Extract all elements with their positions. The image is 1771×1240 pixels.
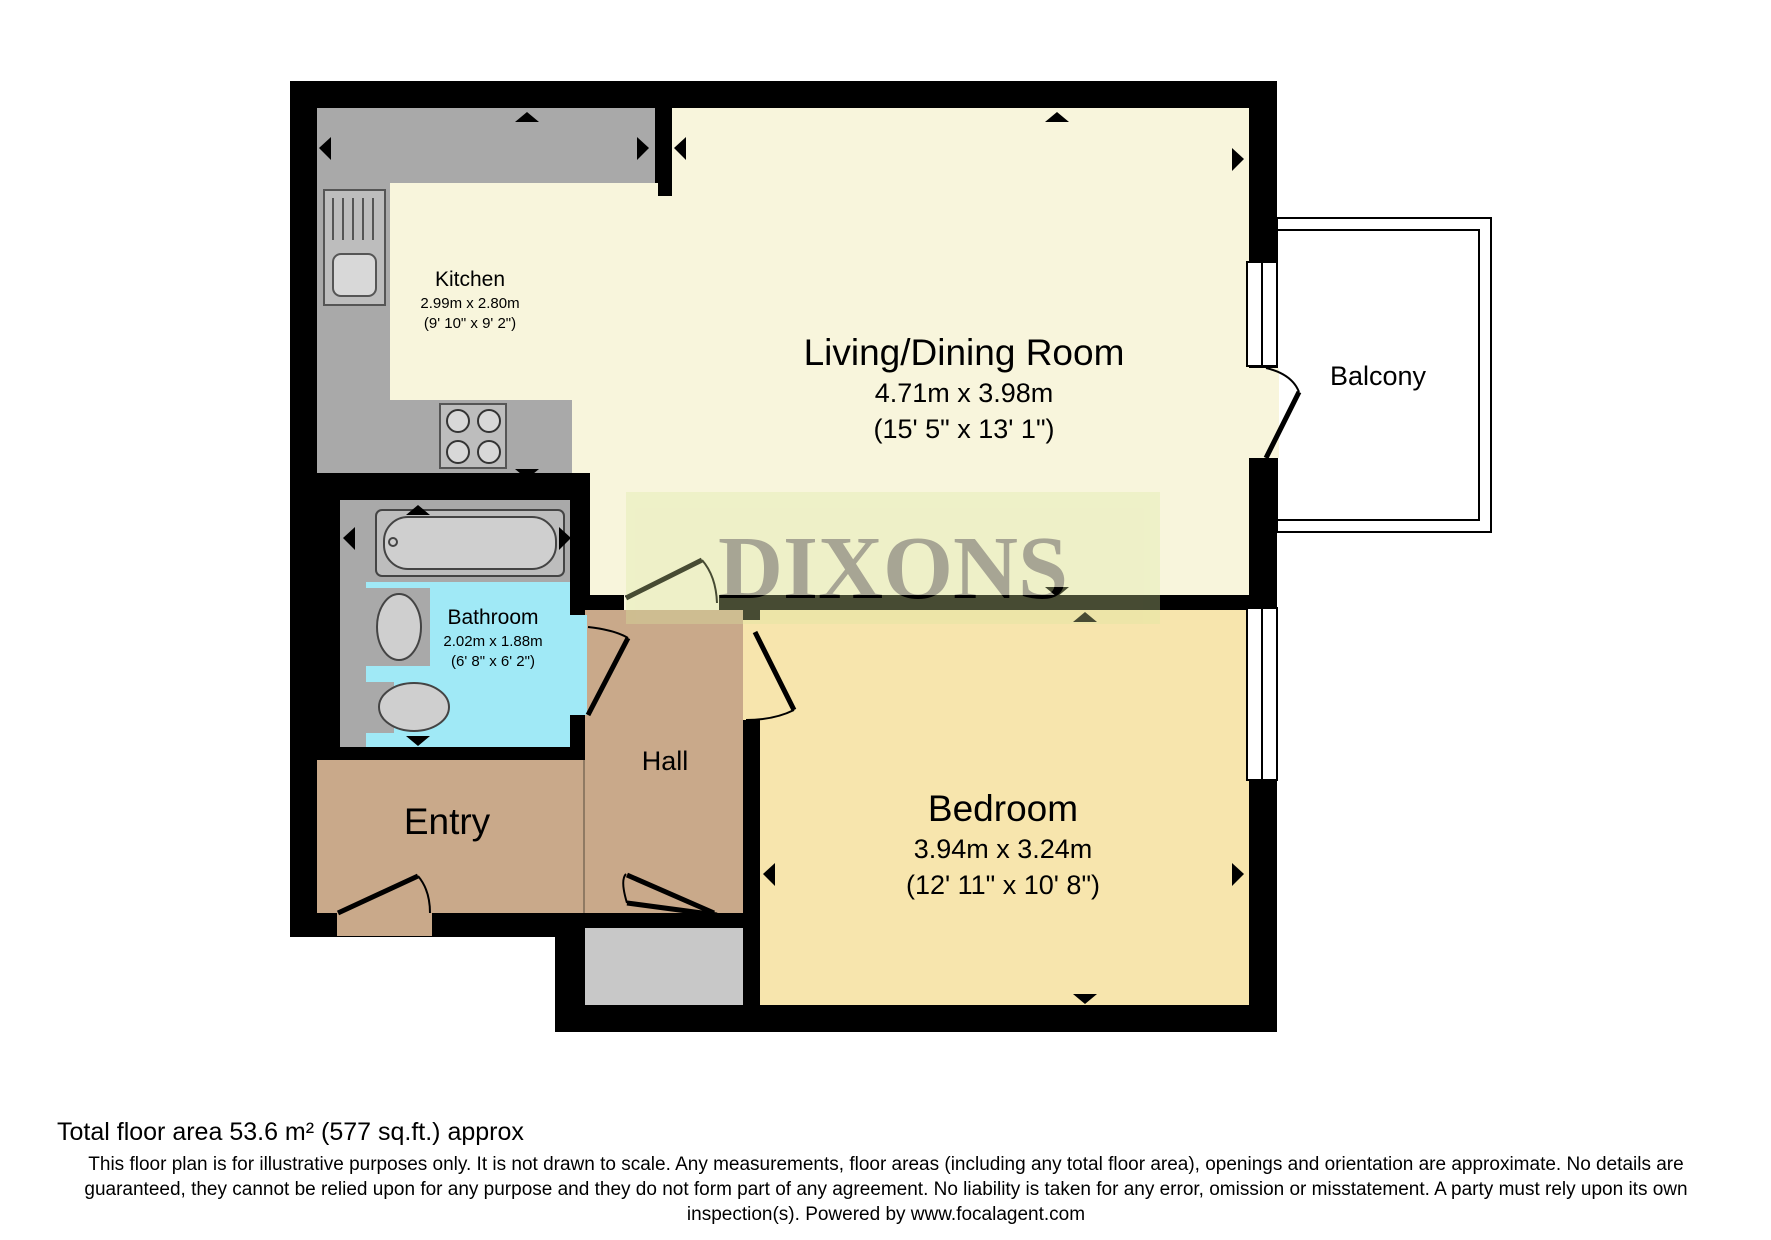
windows [1246,261,1278,781]
washbasin-icon [376,593,422,661]
kitchen-units [317,108,655,473]
bathroom-name: Bathroom [447,606,538,629]
kitchen-metric: 2.99m x 2.80m [420,295,519,312]
bedroom-metric: 3.94m x 3.24m [914,834,1093,864]
bathroom-metric: 2.02m x 1.88m [443,633,542,650]
bedroom-area [760,610,1249,1005]
total-floor-area: Total floor area 53.6 m² (577 sq.ft.) ap… [57,1118,524,1146]
toilet-icon [378,682,450,732]
room-labels: Kitchen 2.99m x 2.80m (9' 10" x 9' 2") L… [404,268,1427,900]
entry-name: Entry [404,801,491,842]
store-cupboard [585,928,743,1005]
bathroom-area [340,500,570,747]
measurement-arrows [319,112,1244,1004]
watermark-text: DIXONS [718,519,1068,618]
balcony-name: Balcony [1330,361,1427,391]
door-openings [570,368,1279,720]
door-swings [336,367,1302,918]
living-imperial: (15' 5" x 13' 1") [873,414,1054,444]
living-name: Living/Dining Room [804,332,1125,373]
disclaimer: This floor plan is for illustrative purp… [48,1152,1724,1227]
bathroom-imperial: (6' 8" x 6' 2") [451,653,535,670]
hall-area [317,610,743,936]
bedroom-imperial: (12' 11" x 10' 8") [906,870,1100,900]
living-metric: 4.71m x 3.98m [875,378,1054,408]
living-room-area [390,108,1249,595]
kitchen-name: Kitchen [435,268,505,291]
bedroom-name: Bedroom [928,788,1078,829]
kitchen-imperial: (9' 10" x 9' 2") [424,315,516,332]
kitchen-living-partition [658,108,672,196]
hall-name: Hall [642,746,689,776]
sink-bowl-icon [332,253,377,297]
watermark: DIXONS [626,492,1160,624]
disclaimer-text[interactable]: This floor plan is for illustrative purp… [84,1154,1688,1225]
balcony [1276,217,1492,533]
sink-drainer-icon [332,198,374,240]
entry-doormat [337,910,432,936]
